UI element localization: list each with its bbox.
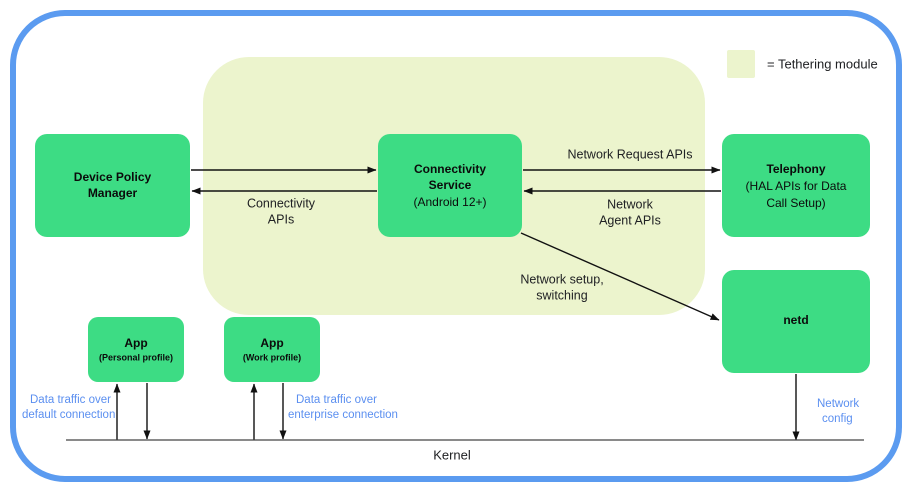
edge-connectivity-to-netd [520,232,720,321]
edge-network-config-line1: Network [817,398,859,410]
edge-network-setup-line1: Network setup, [520,272,603,286]
node-telephony[interactable] [722,134,870,237]
node-app-personal[interactable] [88,317,184,382]
kernel-label: Kernel [433,447,471,462]
node-netd[interactable] [722,270,870,373]
node-connectivity-service[interactable] [378,134,522,237]
edge-data-traffic-default-line1: Data traffic over [30,394,111,406]
edge-network-setup-line2: switching [536,288,587,302]
edge-data-traffic-enterprise-line1: Data traffic over [296,394,377,406]
tethering-module-swatch [727,50,755,78]
node-device-policy-manager[interactable] [35,134,190,237]
node-connectivity-service-title: Connectivity [414,162,486,176]
edge-network-agent-apis-line1: Network [607,197,654,211]
edge-network-config-line2: config [822,413,853,425]
legend-label: = Tethering module [767,56,878,71]
node-telephony-subtitle2: Call Setup) [766,196,825,210]
edge-network-agent-apis-line2: Agent APIs [599,213,661,227]
node-app-work-title: App [260,336,283,350]
node-app-work-subtitle: (Work profile) [243,352,301,362]
node-telephony-subtitle: (HAL APIs for Data [746,179,847,193]
edge-data-traffic-enterprise-line2: enterprise connection [288,409,398,421]
node-device-policy-manager-title: Device Policy [74,170,152,184]
device-boundary [10,10,902,482]
node-netd-title: netd [783,313,808,327]
edge-data-traffic-default-line2: default connection [22,409,115,421]
node-device-policy-manager-title2: Manager [88,186,138,200]
node-app-personal-title: App [124,336,147,350]
edge-connectivity-apis-line2: APIs [268,212,294,226]
node-connectivity-service-title2: Service [429,178,472,192]
node-app-personal-subtitle: (Personal profile) [99,352,173,362]
edge-connectivity-apis-line1: Connectivity [247,196,316,210]
node-telephony-title: Telephony [766,162,825,176]
node-connectivity-service-subtitle: (Android 12+) [413,195,486,209]
edge-network-request-apis-label: Network Request APIs [567,147,692,161]
node-app-work[interactable] [224,317,320,382]
